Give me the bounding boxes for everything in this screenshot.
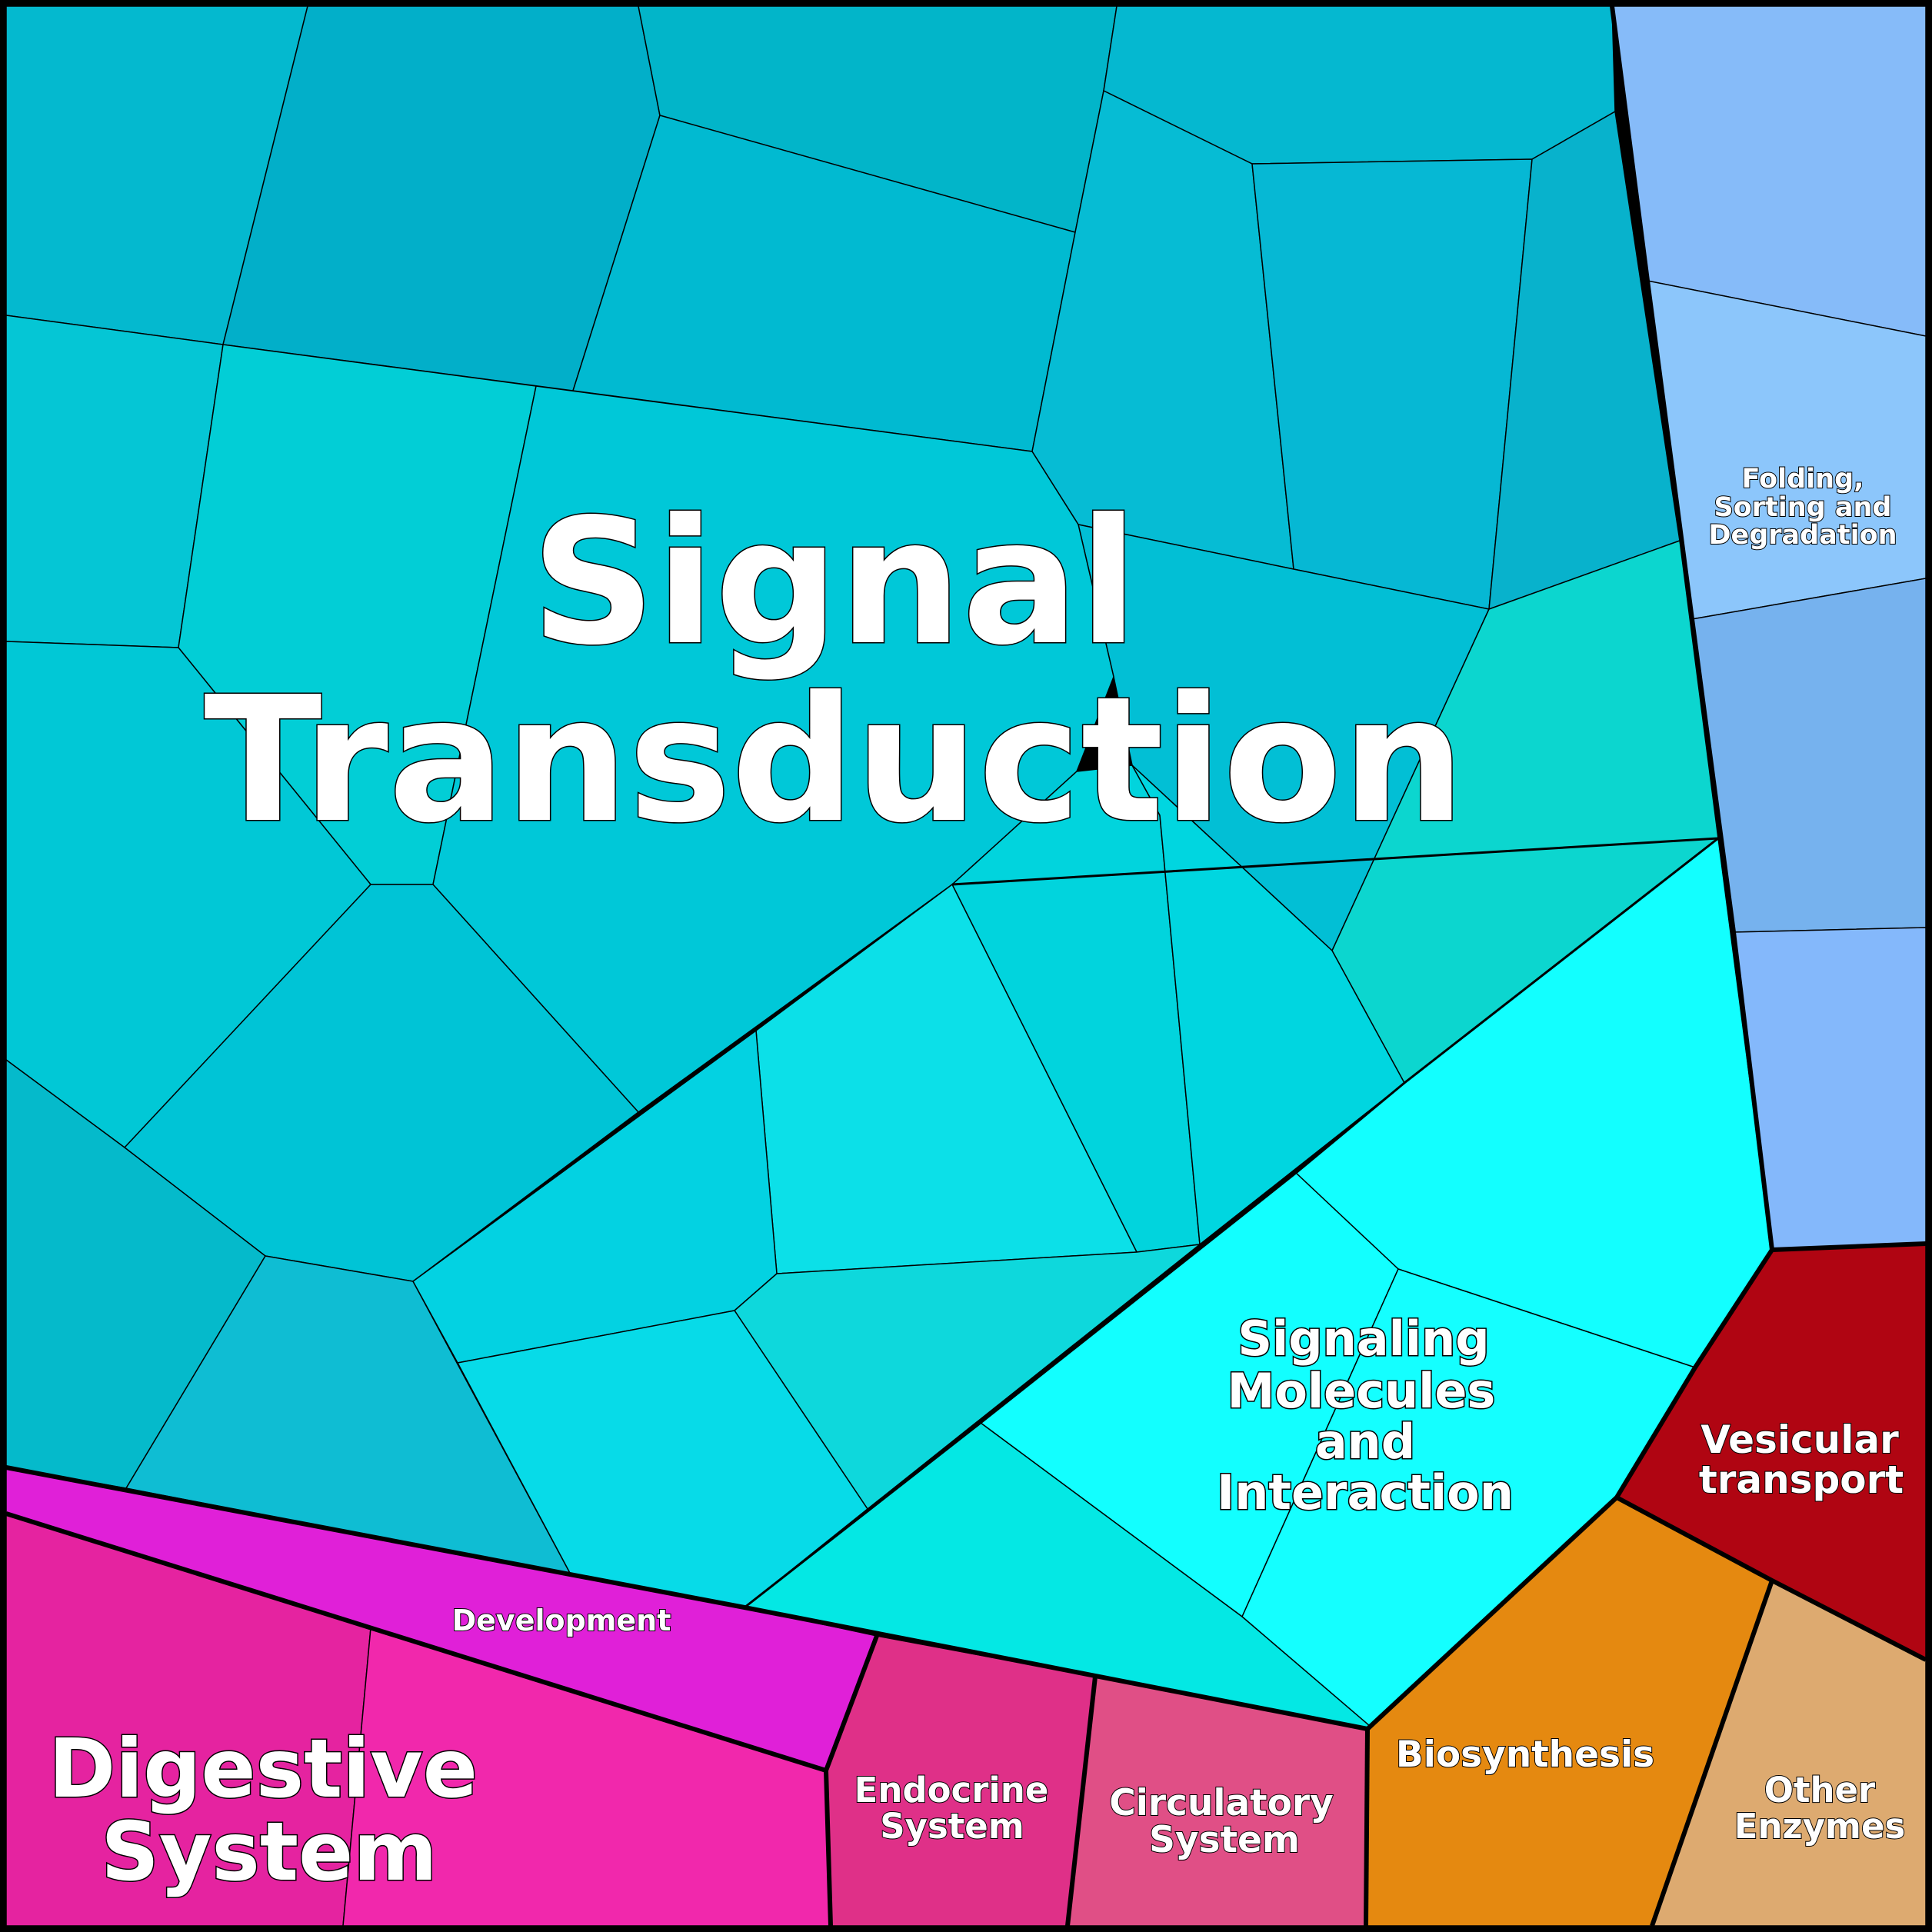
label-signaling-molecules-line4: Interaction: [1217, 1464, 1514, 1521]
border: [5, 1511, 827, 1773]
border: [744, 837, 1719, 1609]
labels: Signal Transduction Signaling Molecules …: [48, 463, 1907, 1900]
label-signal-transduction-line1: Signal: [531, 482, 1138, 684]
border: [951, 837, 1719, 886]
label-biosynthesis: Biosynthesis: [1396, 1734, 1654, 1776]
label-digestive-line2: System: [101, 1805, 437, 1899]
label-signaling-molecules-line2: Molecules: [1227, 1363, 1496, 1419]
label-digestive-line1: Digestive: [48, 1722, 478, 1816]
border: [1650, 1580, 1774, 1927]
label-circulatory-line2: System: [1149, 1819, 1300, 1861]
border: [1065, 1676, 1098, 1927]
label-signal-transduction-line2: Transduction: [204, 660, 1465, 861]
label-signaling-molecules-line3: and: [1315, 1414, 1415, 1470]
region-borders: [5, 5, 1927, 1927]
label-signaling-molecules-line1: Signaling: [1237, 1311, 1489, 1367]
region-signal-transduction: [5, 5, 1719, 1608]
label-development: Development: [452, 1604, 671, 1637]
label-vesicular-line1: Vesicular: [1700, 1417, 1899, 1462]
label-endocrine-line2: System: [880, 1806, 1024, 1847]
border: [1364, 1728, 1370, 1927]
region-signaling-molecules: [743, 837, 1773, 1730]
cell: [1131, 764, 1405, 1246]
label-vesicular-line2: transport: [1699, 1457, 1904, 1502]
cell: [1251, 158, 1533, 610]
label-folding-line3: Degradation: [1708, 520, 1897, 551]
cell: [734, 1243, 1202, 1511]
label-circulatory-line1: Circulatory: [1109, 1782, 1334, 1824]
label-other-enzymes-line2: Enzymes: [1734, 1806, 1906, 1847]
label-other-enzymes-line1: Other: [1764, 1770, 1876, 1810]
border: [1610, 5, 1927, 1252]
border: [5, 1248, 1774, 1731]
label-folding-line2: Sorting and: [1714, 492, 1892, 523]
label-folding-line1: Folding,: [1742, 464, 1864, 495]
cell: [1647, 280, 1927, 620]
label-endocrine-line1: Endocrine: [854, 1770, 1049, 1810]
